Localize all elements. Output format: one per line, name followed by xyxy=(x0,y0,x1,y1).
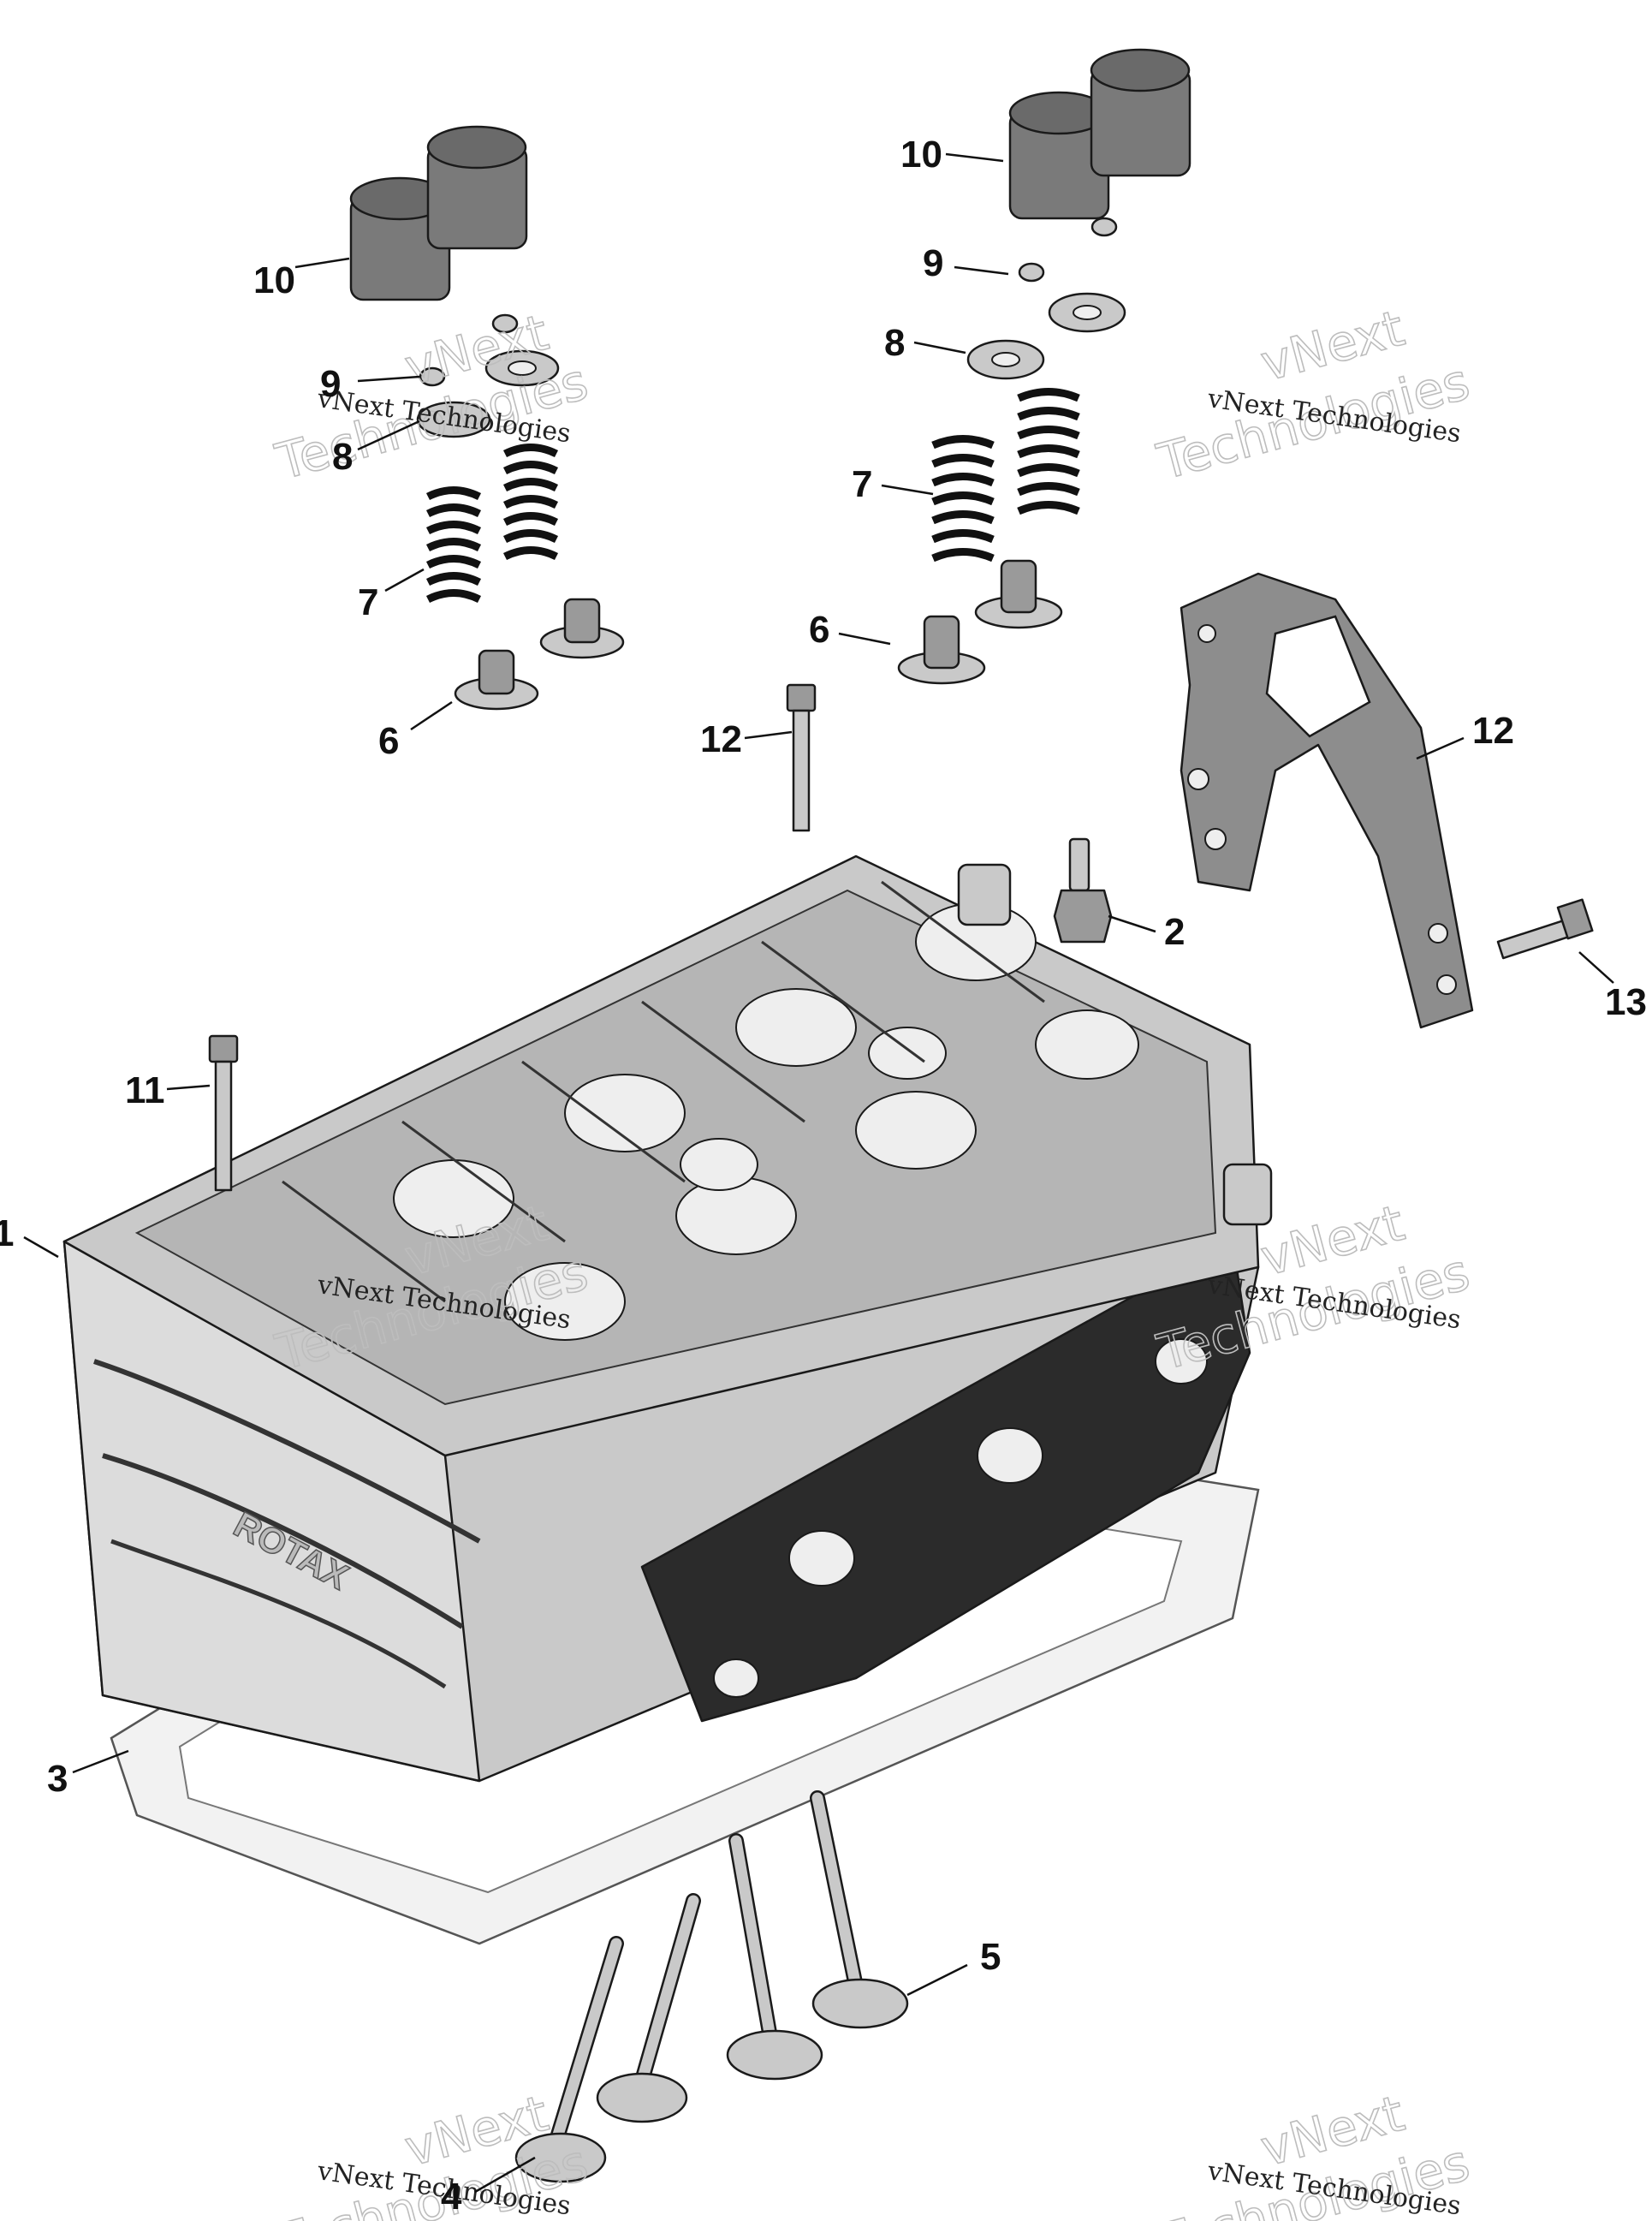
callout-10b: 10 xyxy=(900,134,1004,176)
spring-right xyxy=(931,388,1080,563)
callout-label: 1 xyxy=(0,1212,14,1254)
valves-4 xyxy=(514,1893,701,2183)
callout-5: 5 xyxy=(906,1936,1001,1997)
spring-left xyxy=(425,444,559,604)
callout-label: 8 xyxy=(884,322,905,364)
valves-5 xyxy=(726,1790,909,2081)
valve-seal-right xyxy=(897,559,1063,685)
keeper-right xyxy=(1018,217,1118,283)
callout-12b: 12 xyxy=(1416,710,1514,760)
valve-seal-left xyxy=(454,598,625,711)
callout-label: 11 xyxy=(125,1069,165,1111)
callout-label: 7 xyxy=(852,463,872,505)
callout-7b: 7 xyxy=(852,463,934,505)
callout-label: 9 xyxy=(320,363,341,405)
callout-9b: 9 xyxy=(923,242,1009,284)
cylinder-head: ROTAX xyxy=(62,854,1273,1783)
callout-2: 2 xyxy=(1108,911,1185,953)
tappet-right-1 xyxy=(1008,91,1110,220)
watermark-top-right: vNext Technologies vNext Technologies xyxy=(1150,298,1476,491)
tappet-left-2 xyxy=(426,125,528,250)
callout-7a: 7 xyxy=(358,568,425,623)
callout-13: 13 xyxy=(1578,951,1647,1023)
callout-label: 12 xyxy=(700,718,742,760)
tappet-left-1 xyxy=(349,176,451,301)
callout-label: 3 xyxy=(47,1758,68,1800)
keeper-left xyxy=(419,313,519,387)
callout-label: 12 xyxy=(1472,710,1514,752)
callout-6a: 6 xyxy=(378,700,453,762)
callout-4: 4 xyxy=(441,2156,536,2218)
bracket xyxy=(1180,572,1474,1029)
callout-label: 4 xyxy=(441,2176,462,2218)
callout-12a: 12 xyxy=(700,718,793,760)
watermark-bottom-right: vNext Technologies vNext Technologies xyxy=(1150,2083,1476,2221)
callout-label: 6 xyxy=(378,720,399,762)
callout-label: 13 xyxy=(1605,981,1647,1023)
callout-10a: 10 xyxy=(253,257,350,301)
callout-label: 2 xyxy=(1164,911,1185,953)
bolt-13 xyxy=(1496,898,1594,960)
callout-label: 9 xyxy=(923,242,943,284)
callout-9a: 9 xyxy=(320,363,420,405)
callout-label: 8 xyxy=(332,436,353,478)
tappet-right-2 xyxy=(1090,48,1191,177)
bolt-12 xyxy=(786,683,817,832)
callout-8b: 8 xyxy=(884,322,966,364)
retainer-left xyxy=(416,349,560,438)
callout-label: 7 xyxy=(358,581,378,623)
fitting xyxy=(1053,837,1113,944)
callout-1: 1 xyxy=(0,1212,59,1259)
callout-6b: 6 xyxy=(809,609,891,651)
callout-3: 3 xyxy=(47,1749,129,1800)
bolt-11 xyxy=(208,1034,239,1192)
watermark-bottom-left: vNext Technologies vNext Technologies xyxy=(269,2083,594,2221)
callout-label: 6 xyxy=(809,609,829,651)
callout-label: 5 xyxy=(980,1936,1001,1978)
callout-8a: 8 xyxy=(332,420,420,478)
callout-11: 11 xyxy=(125,1069,211,1111)
retainer-right xyxy=(966,292,1126,380)
callout-label: 10 xyxy=(253,259,295,301)
callout-label: 10 xyxy=(900,134,942,176)
